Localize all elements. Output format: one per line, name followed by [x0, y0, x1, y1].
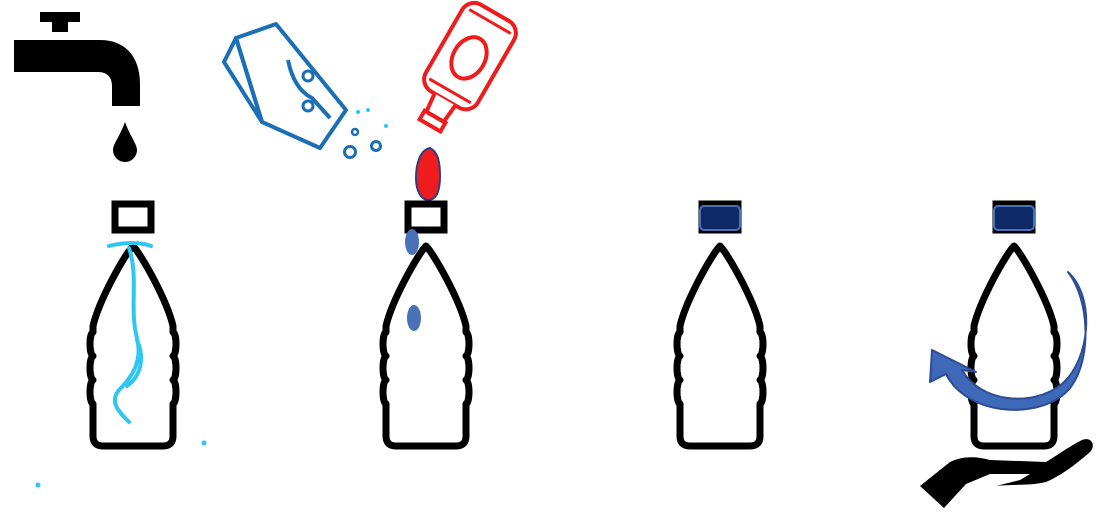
step-add-ingredients — [224, 0, 521, 446]
red-drop-icon — [416, 148, 440, 200]
water-bottle-icon — [383, 204, 469, 446]
tap-icon — [14, 12, 140, 106]
water-splash-dot — [36, 483, 41, 488]
water-bottle-icon — [90, 204, 176, 446]
bottle-cap — [994, 206, 1034, 230]
powder-container-icon — [224, 24, 388, 158]
rotate-arrow-icon — [930, 272, 1086, 410]
step-close-cap — [677, 204, 763, 446]
dissolving-bubble — [407, 305, 421, 331]
step-shake-bottle — [920, 204, 1093, 508]
dropper-bottle-icon — [404, 0, 521, 140]
bottle-cap — [700, 206, 740, 230]
dissolving-bubble — [405, 229, 419, 255]
capped-bottle-icon — [677, 204, 763, 446]
step-fill-with-water — [14, 12, 207, 488]
water-drop-icon — [113, 122, 137, 162]
water-splash-dot — [202, 441, 207, 446]
